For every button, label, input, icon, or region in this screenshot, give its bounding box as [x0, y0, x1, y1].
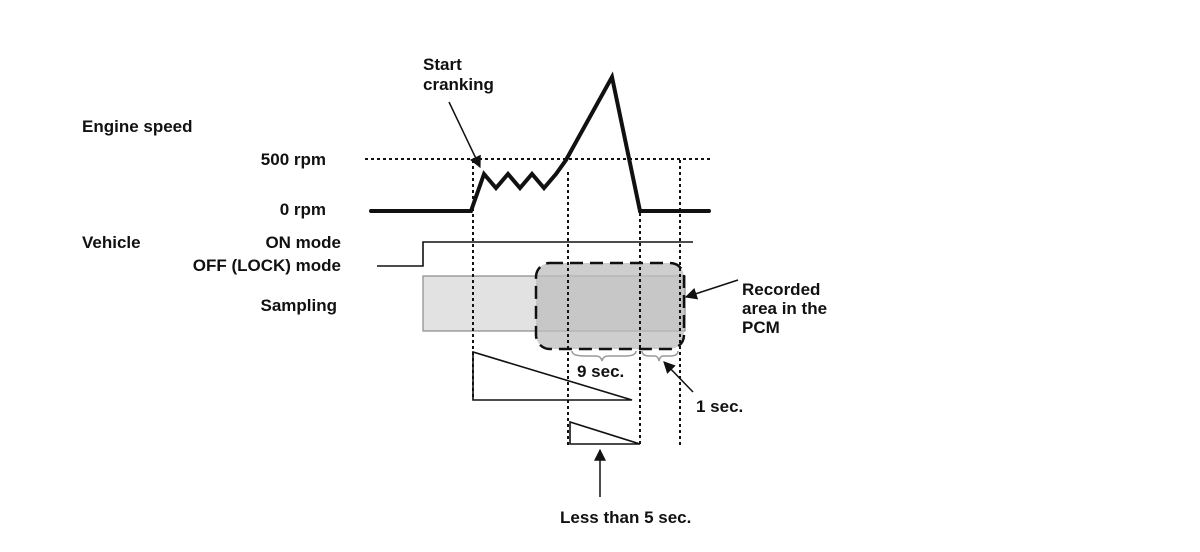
recorded-area — [534, 261, 686, 351]
off-lock-mode-label: OFF (LOCK) mode — [193, 256, 341, 275]
start-cranking-arrow — [448, 101, 481, 169]
recorded-area-label-line3: PCM — [742, 318, 780, 337]
start-cranking-label-line2: cranking — [423, 75, 494, 94]
less-than-5-sec-label: Less than 5 sec. — [560, 508, 691, 527]
nine-sec-bracket — [571, 350, 637, 362]
rpm-0-label: 0 rpm — [280, 200, 326, 219]
engine-speed-label: Engine speed — [82, 117, 193, 136]
recorded-area-label-line1: Recorded — [742, 280, 820, 299]
sampling-label: Sampling — [260, 296, 337, 315]
on-mode-label: ON mode — [265, 233, 341, 252]
one-sec-label: 1 sec. — [696, 397, 743, 416]
less-than-5-sec-triangle — [569, 420, 641, 445]
engine-speed-curve — [369, 71, 711, 213]
recorded-area-label-line2: area in the — [742, 299, 827, 318]
vehicle-label: Vehicle — [82, 233, 141, 252]
cranking-period-triangle — [472, 350, 633, 401]
recorded-area-arrow — [684, 279, 739, 300]
vehicle-mode-step-line — [377, 241, 693, 267]
start-cranking-label-line1: Start — [423, 55, 462, 74]
rpm-500-label: 500 rpm — [261, 150, 326, 169]
one-sec-bracket — [641, 350, 679, 362]
one-sec-arrow — [663, 361, 694, 393]
nine-sec-label: 9 sec. — [577, 362, 624, 381]
